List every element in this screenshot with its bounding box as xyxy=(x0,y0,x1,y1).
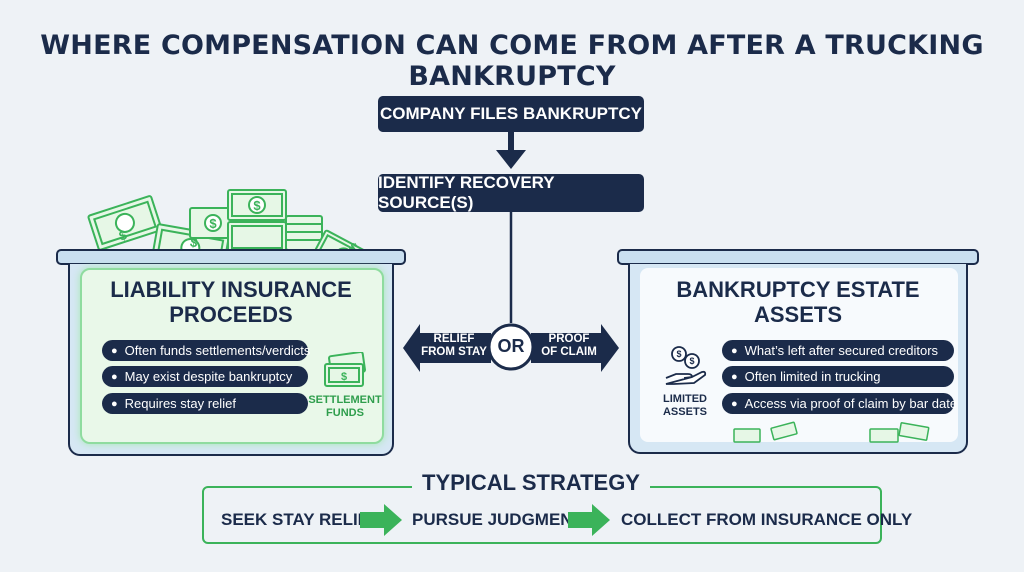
money-sign-icon: $ xyxy=(209,216,217,231)
list-item-text: Requires stay relief xyxy=(124,396,236,411)
strategy-title: TYPICAL STRATEGY xyxy=(412,470,650,496)
money-pile-illustration: $ $ $ $ $ xyxy=(87,189,376,258)
scattered-bills-illustration xyxy=(733,421,930,443)
proof-label-line1: PROOF xyxy=(548,333,590,345)
step-company-files-bankruptcy: COMPANY FILES BANKRUPTCY xyxy=(378,96,644,132)
hand-coins-icon: $ $ xyxy=(665,346,707,385)
money-bill-icon: $ xyxy=(324,352,366,387)
svg-text:$: $ xyxy=(689,356,694,366)
bullet-icon: ● xyxy=(111,344,118,357)
limited-assets-label: LIMITED ASSETS xyxy=(656,393,714,419)
green-arrow-icon xyxy=(568,504,610,536)
right-bin-rim xyxy=(617,249,979,265)
left-arrow-icon xyxy=(403,324,491,372)
list-item: ● Access via proof of claim by bar date xyxy=(722,393,958,414)
down-arrow-icon xyxy=(496,150,526,169)
step-identify-recovery-sources: IDENTIFY RECOVERY SOURCE(S) xyxy=(378,173,644,212)
money-sign-icon: $ xyxy=(189,234,199,250)
list-item: ● Requires stay relief xyxy=(102,393,308,414)
list-item: ● Often limited in trucking xyxy=(722,366,954,387)
left-bin-title-line2: PROCEEDS xyxy=(169,302,293,327)
money-sign-icon: $ xyxy=(253,198,261,213)
right-arrow-icon xyxy=(531,324,619,372)
bullet-icon: ● xyxy=(731,344,738,357)
list-item-text: May exist despite bankruptcy xyxy=(124,369,293,384)
or-label: OR xyxy=(497,336,525,356)
list-item: ● May exist despite bankruptcy xyxy=(102,366,308,387)
left-bin-title-line1: LIABILITY INSURANCE xyxy=(110,277,352,302)
left-bin-rim xyxy=(56,249,406,265)
svg-text:$: $ xyxy=(341,371,347,383)
relief-label-line2: FROM STAY xyxy=(421,346,487,358)
relief-label-line1: RELIEF xyxy=(433,333,475,345)
relief-from-stay-label: RELIEF FROM STAY xyxy=(418,333,490,359)
proof-label-line2: OF CLAIM xyxy=(541,346,597,358)
limited-assets-line2: ASSETS xyxy=(662,406,707,418)
bullet-icon: ● xyxy=(731,370,738,383)
list-item-text: Often limited in trucking xyxy=(744,369,881,384)
right-bin-title-line2: ASSETS xyxy=(753,302,843,327)
page-title: WHERE COMPENSATION CAN COME FROM AFTER A… xyxy=(40,30,984,92)
strategy-step: SEEK STAY RELIEF xyxy=(221,510,380,529)
settlement-funds-line2: FUNDS xyxy=(326,407,364,419)
bullet-icon: ● xyxy=(111,397,118,410)
strategy-step: PURSUE JUDGMENT xyxy=(412,510,583,529)
bullet-icon: ● xyxy=(111,370,118,383)
proof-of-claim-label: PROOF OF CLAIM xyxy=(533,333,605,359)
left-bin-title: LIABILITY INSURANCE PROCEEDS xyxy=(70,277,392,327)
list-item-text: Often funds settlements/verdicts xyxy=(124,343,311,358)
list-item: ● What’s left after secured creditors xyxy=(722,340,954,361)
strategy-step: COLLECT FROM INSURANCE ONLY xyxy=(621,510,913,529)
list-item-text: Access via proof of claim by bar date xyxy=(744,396,958,411)
limited-assets-line1: LIMITED xyxy=(663,393,707,405)
green-arrow-icon xyxy=(360,504,402,536)
list-item: ● Often funds settlements/verdicts xyxy=(102,340,311,361)
right-bin-title: BANKRUPTCY ESTATE ASSETS xyxy=(640,277,956,327)
right-bin-title-line1: BANKRUPTCY ESTATE xyxy=(676,277,920,302)
svg-text:$: $ xyxy=(676,349,681,359)
settlement-funds-line1: SETTLEMENT xyxy=(308,394,382,406)
or-circle xyxy=(487,323,535,371)
settlement-funds-label: SETTLEMENT FUNDS xyxy=(308,394,382,420)
list-item-text: What’s left after secured creditors xyxy=(744,343,939,358)
bullet-icon: ● xyxy=(731,397,738,410)
